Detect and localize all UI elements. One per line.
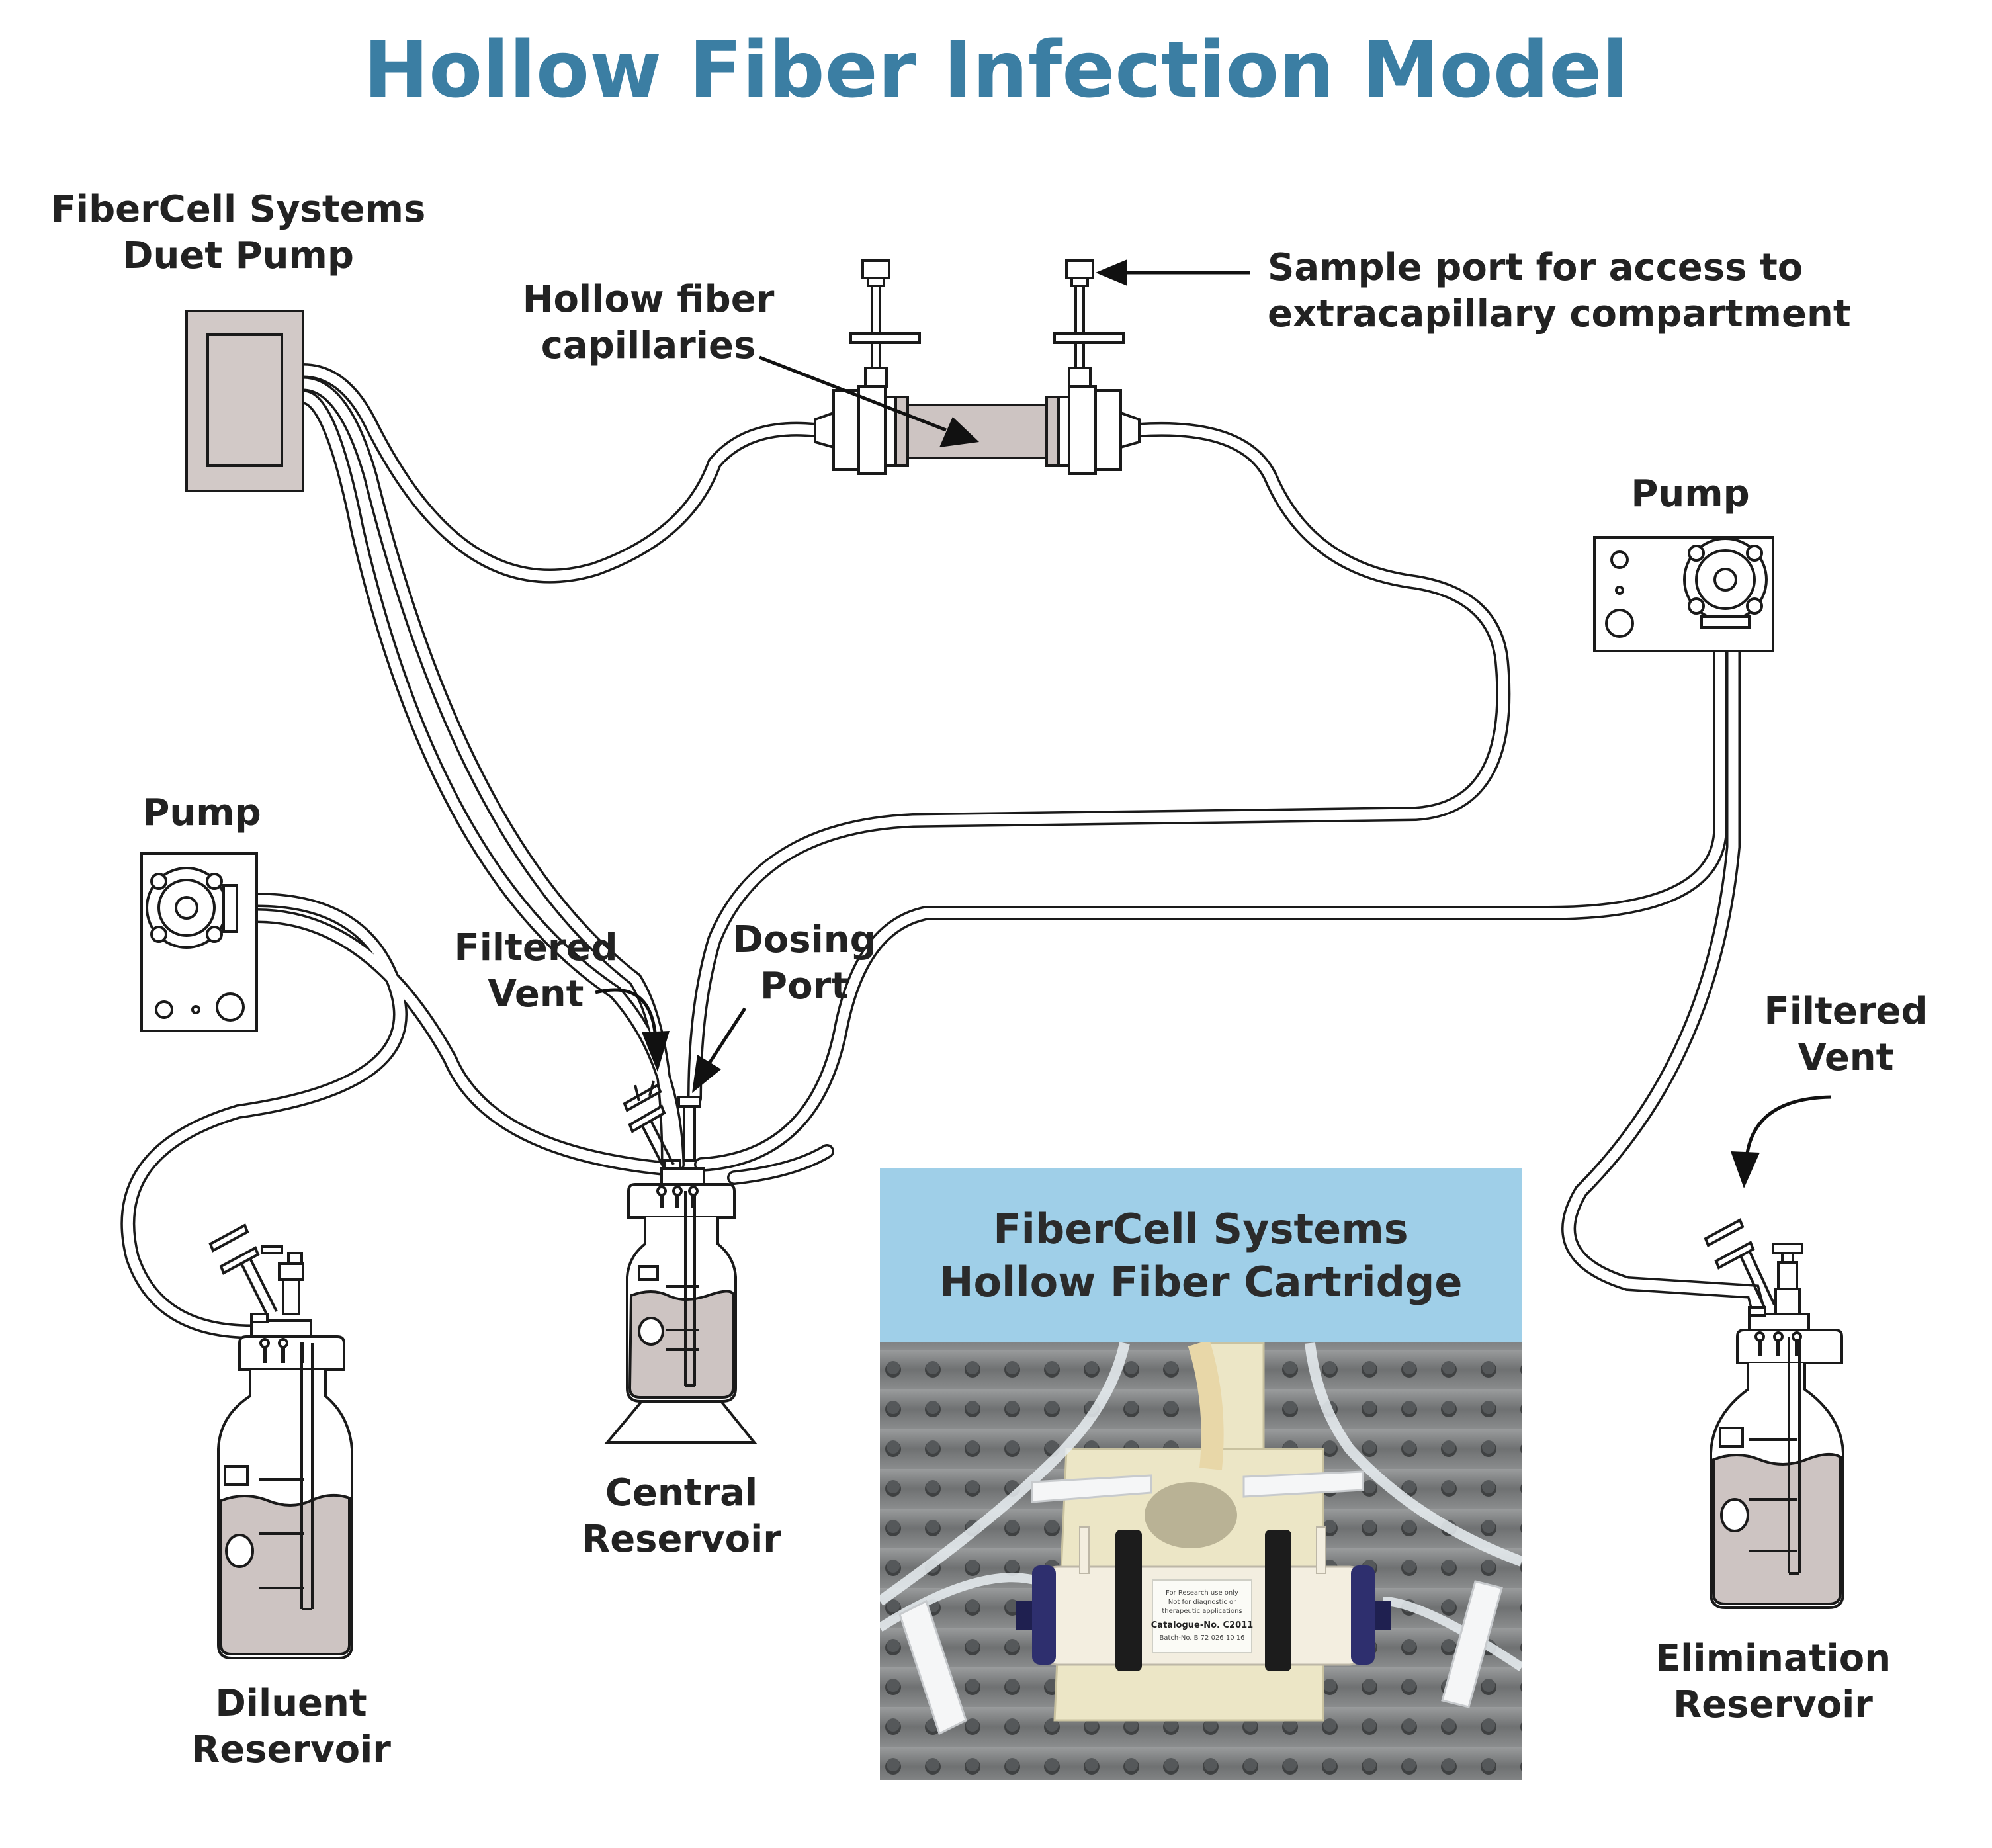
label-pump-left: Pump	[142, 791, 261, 834]
tube-core-4	[689, 424, 1508, 1104]
tube-core-8	[251, 910, 670, 1174]
arrow-vent-central-head	[642, 1031, 670, 1072]
diluent-reservoir-bottle	[208, 1223, 353, 1659]
cartridge-label-line-3: therapeutic applications	[1162, 1608, 1242, 1615]
tube-core-9	[729, 1146, 832, 1183]
page-title: Hollow Fiber Infection Model	[363, 24, 1629, 115]
tube-core-7	[122, 895, 406, 1337]
arrow-vent-elim-head	[1731, 1151, 1760, 1188]
cartridge-label-line-4: Catalogue-No. C2011	[1151, 1620, 1253, 1630]
cartridge-label-line-5: Batch-No. B 72 026 10 16	[1160, 1634, 1245, 1642]
tube-outline-1	[296, 363, 822, 584]
pump-right	[1593, 536, 1774, 652]
label-pump-right: Pump	[1631, 472, 1750, 515]
pump-left	[140, 852, 258, 1032]
photo-header-band	[880, 1168, 1522, 1343]
duet-pump	[185, 310, 304, 492]
arrow-dosing-port	[706, 1007, 747, 1067]
central-reservoir-bottle	[604, 1080, 758, 1444]
arrow-sample-port-head	[1096, 259, 1127, 286]
tube-outline-3	[296, 390, 685, 1172]
elimination-reservoir-bottle	[1704, 1218, 1844, 1609]
cartridge-label-line-1: For Research use only	[1166, 1589, 1238, 1597]
tube-outline-5	[694, 620, 1727, 1172]
hollow-fiber-cartridge	[814, 259, 1141, 475]
cartridge-label-line-2: Not for diagnostic or	[1168, 1599, 1236, 1606]
cartridge-photo: For Research use only Not for diagnostic…	[880, 1168, 1522, 1780]
arrow-hollow-fiber	[759, 355, 947, 432]
arrow-dosing-port-head	[692, 1055, 721, 1093]
tube-core-5	[696, 622, 1725, 1170]
callout-arrows	[595, 259, 1832, 1188]
tube-core-6	[1563, 622, 1765, 1322]
tubing-network	[120, 363, 1767, 1339]
arrow-vent-elim	[1745, 1095, 1832, 1159]
arrow-hollow-fiber-head	[939, 417, 979, 447]
tube-core-1	[298, 365, 820, 582]
arrow-vent-central	[595, 988, 657, 1033]
